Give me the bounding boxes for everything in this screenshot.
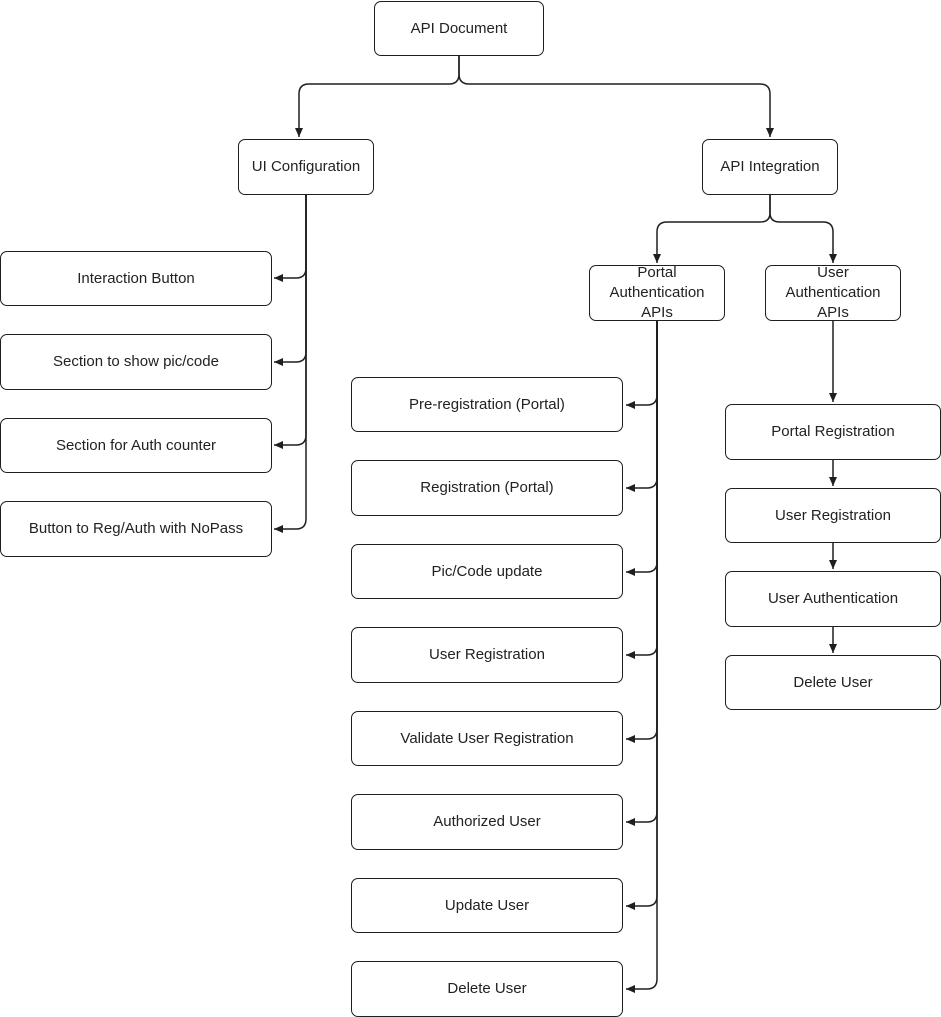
node-pre-registration-portal: Pre-registration (Portal) <box>351 377 623 432</box>
connector-portal-to-validate-user-registration <box>626 321 658 743</box>
connector-ui-to-auth-counter-section <box>274 195 307 449</box>
node-api-document: API Document <box>374 1 544 56</box>
connector-api-integration-to-portal-auth <box>653 195 771 263</box>
node-portal-authentication-apis: Portal Authentication APIs <box>589 264 725 321</box>
node-user-authentication-apis: User Authentication APIs <box>765 264 901 321</box>
node-api-integration: API Integration <box>702 139 838 195</box>
connector-api-integration-to-user-auth <box>769 195 837 263</box>
node-delete-user-user-group: Delete User <box>725 655 941 710</box>
node-interaction-button: Interaction Button <box>0 251 272 306</box>
node-registration-portal: Registration (Portal) <box>351 460 623 516</box>
connector-root-to-api-integration <box>458 56 774 137</box>
node-user-registration-portal-group: User Registration <box>351 627 623 683</box>
connector-root-to-ui-configuration <box>295 56 460 137</box>
node-section-auth-counter: Section for Auth counter <box>0 418 272 473</box>
node-validate-user-registration: Validate User Registration <box>351 711 623 766</box>
node-user-registration-user-group: User Registration <box>725 488 941 543</box>
connector-portal-to-pic-code-update <box>626 321 658 576</box>
connector-ui-to-interaction-button <box>274 195 307 282</box>
node-ui-configuration: UI Configuration <box>238 139 374 195</box>
connector-portal-to-pre-registration <box>626 321 658 409</box>
node-user-authentication: User Authentication <box>725 571 941 627</box>
node-portal-registration: Portal Registration <box>725 404 941 460</box>
node-button-reg-auth-nopass: Button to Reg/Auth with NoPass <box>0 501 272 557</box>
connector-ui-to-nopass-button <box>274 195 307 533</box>
node-delete-user-portal-group: Delete User <box>351 961 623 1017</box>
connector-portal-to-delete-user <box>626 321 658 993</box>
node-authorized-user: Authorized User <box>351 794 623 850</box>
node-section-show-pic-code: Section to show pic/code <box>0 334 272 390</box>
connector-portal-to-update-user <box>626 321 658 910</box>
node-update-user: Update User <box>351 878 623 933</box>
node-pic-code-update: Pic/Code update <box>351 544 623 599</box>
